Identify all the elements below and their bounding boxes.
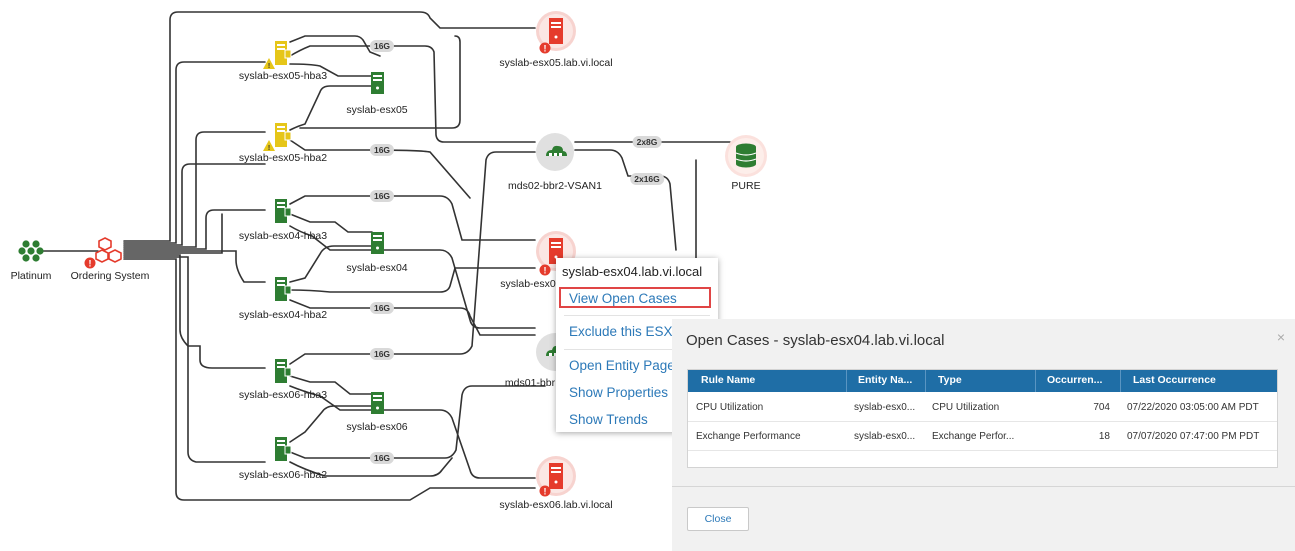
- column-divider: [1035, 370, 1036, 392]
- link-speed-badge: 16G: [369, 302, 395, 314]
- esx05-label: syslab-esx05: [346, 104, 408, 116]
- esx06-lab-label: syslab-esx06.lab.vi.local: [499, 499, 613, 511]
- context-menu-title: syslab-esx04.lab.vi.local: [562, 264, 703, 279]
- server-hba-icon[interactable]: [274, 198, 292, 224]
- table-row[interactable]: Exchange Performance syslab-esx0... Exch…: [688, 422, 1277, 451]
- cell-entity-name: syslab-esx0...: [854, 402, 916, 413]
- menu-item-show-trends[interactable]: Show Trends: [569, 412, 648, 427]
- warning-icon: !: [263, 56, 275, 70]
- dialog-footer-divider: [672, 486, 1295, 487]
- platinum-icon[interactable]: [18, 238, 44, 264]
- critical-alert-icon: !: [539, 484, 551, 497]
- switch-icon[interactable]: [535, 132, 575, 172]
- close-button[interactable]: Close: [687, 507, 749, 531]
- link-speed-badge: 16G: [369, 190, 395, 202]
- esx06-label: syslab-esx06: [346, 421, 408, 433]
- server-hba-icon[interactable]: [274, 436, 292, 462]
- column-header-type[interactable]: Type: [938, 374, 962, 386]
- menu-item-open-entity-page[interactable]: Open Entity Page: [569, 358, 675, 373]
- context-menu: syslab-esx04.lab.vi.local View Open Case…: [556, 258, 718, 432]
- menu-item-view-open-cases[interactable]: View Open Cases: [569, 291, 677, 306]
- server-icon[interactable]: [371, 232, 384, 254]
- column-header-occurrences[interactable]: Occurren...: [1047, 374, 1103, 386]
- esx06-hba2-label: syslab-esx06-hba2: [238, 469, 328, 481]
- storage-database-icon[interactable]: [724, 134, 768, 178]
- esx04-hba3-label: syslab-esx04-hba3: [238, 230, 328, 242]
- mds01-label: mds01-bbr: [504, 377, 556, 389]
- svg-text:!: !: [268, 145, 270, 151]
- server-hba-icon-warning[interactable]: [274, 122, 292, 148]
- column-header-entity-name[interactable]: Entity Na...: [858, 374, 913, 386]
- svg-text:!: !: [544, 266, 547, 276]
- link-speed-badge: 16G: [369, 452, 395, 464]
- critical-alert-icon: !: [539, 263, 551, 276]
- open-cases-dialog: Open Cases - syslab-esx04.lab.vi.local ×…: [672, 319, 1295, 551]
- table-row[interactable]: CPU Utilization syslab-esx0... CPU Utili…: [688, 393, 1277, 422]
- column-header-rule-name[interactable]: Rule Name: [701, 374, 756, 386]
- cell-occurrences: 18: [1098, 431, 1110, 442]
- close-icon[interactable]: ×: [1276, 329, 1285, 345]
- menu-separator: [564, 349, 710, 350]
- esx06-hba3-label: syslab-esx06-hba3: [238, 389, 328, 401]
- ordering-system-label: Ordering System: [70, 270, 150, 282]
- open-cases-table: Rule Name Entity Na... Type Occurren... …: [687, 369, 1278, 468]
- svg-text:!: !: [544, 44, 547, 54]
- cell-rule-name: CPU Utilization: [696, 402, 764, 413]
- link-speed-badge: 2x16G: [630, 173, 664, 185]
- server-icon[interactable]: [371, 392, 384, 414]
- cell-type: CPU Utilization: [932, 402, 1000, 413]
- svg-text:!: !: [89, 259, 92, 269]
- cell-occurrences: 704: [1093, 402, 1110, 413]
- esx05-hba2-label: syslab-esx05-hba2: [238, 152, 328, 164]
- column-header-last-occurrence[interactable]: Last Occurrence: [1133, 374, 1216, 386]
- server-hba-icon[interactable]: [274, 276, 292, 302]
- link-speed-badge: 16G: [369, 348, 395, 360]
- link-speed-badge: 16G: [369, 40, 395, 52]
- menu-item-exclude-esx[interactable]: Exclude this ESX: [569, 324, 673, 339]
- cell-type: Exchange Perfor...: [932, 431, 1015, 442]
- column-divider: [846, 370, 847, 392]
- esx04-label: syslab-esx04: [346, 262, 408, 274]
- esx04-lab-label: syslab-esx0: [500, 278, 556, 290]
- dialog-title: Open Cases - syslab-esx04.lab.vi.local: [686, 332, 945, 349]
- svg-text:!: !: [544, 487, 547, 497]
- menu-item-show-properties[interactable]: Show Properties: [569, 385, 669, 400]
- cell-entity-name: syslab-esx0...: [854, 431, 916, 442]
- column-divider: [925, 370, 926, 392]
- cell-last-occurrence: 07/07/2020 07:47:00 PM PDT: [1127, 431, 1260, 442]
- warning-icon: !: [263, 138, 275, 152]
- cell-last-occurrence: 07/22/2020 03:05:00 AM PDT: [1127, 402, 1259, 413]
- pure-label: PURE: [731, 180, 761, 192]
- menu-separator: [564, 315, 710, 316]
- column-divider: [1120, 370, 1121, 392]
- esx05-hba3-label: syslab-esx05-hba3: [238, 70, 328, 82]
- critical-host-icon[interactable]: [535, 10, 577, 52]
- cell-rule-name: Exchange Performance: [696, 431, 801, 442]
- highlight-box: [559, 287, 711, 308]
- link-speed-badge: 2x8G: [632, 136, 662, 148]
- platinum-label: Platinum: [10, 270, 52, 282]
- table-header: Rule Name Entity Na... Type Occurren... …: [688, 370, 1277, 392]
- esx05-lab-label: syslab-esx05.lab.vi.local: [499, 57, 613, 69]
- server-hba-icon[interactable]: [274, 358, 292, 384]
- server-icon[interactable]: [371, 72, 384, 94]
- svg-text:!: !: [268, 63, 270, 69]
- critical-alert-icon: !: [84, 256, 96, 269]
- server-hba-icon-warning[interactable]: [274, 40, 292, 66]
- critical-alert-icon: !: [539, 41, 551, 54]
- link-speed-badge: 16G: [369, 144, 395, 156]
- application-cubes-icon[interactable]: [95, 236, 125, 266]
- esx04-hba2-label: syslab-esx04-hba2: [238, 309, 328, 321]
- mds02-label: mds02-bbr2-VSAN1: [508, 180, 602, 192]
